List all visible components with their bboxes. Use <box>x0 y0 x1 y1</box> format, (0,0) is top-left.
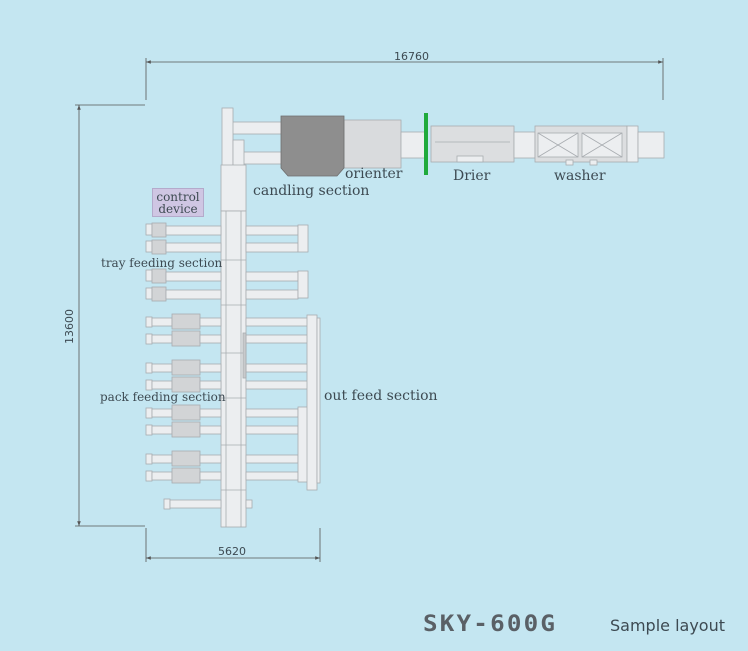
outfeed-frame <box>306 314 318 491</box>
orienter-label: orienter <box>345 166 403 182</box>
layout-subtitle: Sample layout <box>610 616 725 635</box>
top-post-left <box>221 107 234 169</box>
candling-unit <box>280 115 345 177</box>
dimension-height <box>75 104 145 527</box>
section-divider <box>424 113 428 175</box>
tray-feeding-lanes <box>145 222 309 302</box>
candling-box <box>220 164 247 212</box>
dimension-width <box>145 58 664 100</box>
dimension-height-label: 13600 <box>63 309 76 344</box>
infeed-conveyor <box>637 131 665 159</box>
dimension-bottom-label: 5620 <box>218 545 246 558</box>
transfer-conveyor <box>400 131 428 159</box>
top-post-right <box>232 139 245 169</box>
washer-label: washer <box>554 168 606 184</box>
top-rail-upper <box>231 121 283 135</box>
drier-label: Drier <box>453 168 491 184</box>
spine-side-plate <box>242 332 247 379</box>
orienter-unit <box>343 119 402 169</box>
top-rail-lower <box>242 151 284 165</box>
main-conveyor-spine <box>220 210 247 528</box>
pack-feeding-label: pack feeding section <box>100 390 226 404</box>
outfeed-label: out feed section <box>324 388 438 404</box>
pack-feeding-lanes <box>145 313 309 510</box>
dimension-width-label: 16760 <box>394 50 429 63</box>
dimension-bottom <box>145 528 321 562</box>
washer-outlet <box>626 125 639 163</box>
control-device-box: control device <box>152 188 204 217</box>
drier-conveyor <box>513 131 536 159</box>
model-name: SKY-600G <box>423 612 558 637</box>
tray-feeding-label: tray feeding section <box>101 256 223 270</box>
candling-label: candling section <box>253 183 370 199</box>
control-device-label: control device <box>156 190 200 216</box>
